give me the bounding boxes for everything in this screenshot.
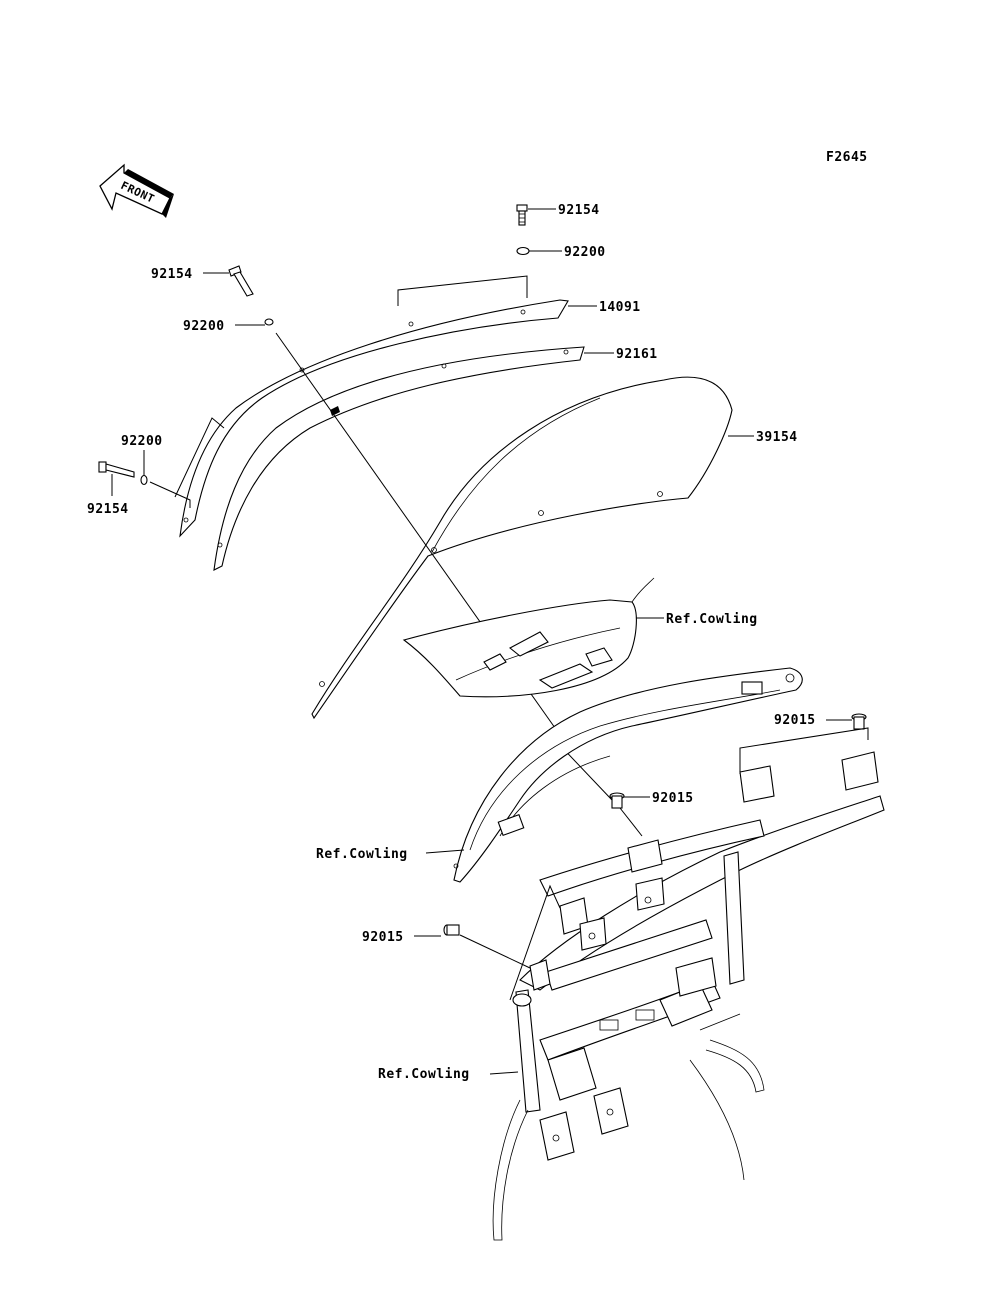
bracket-14091 [179,299,569,538]
bolt-92154-left [228,265,254,297]
grommet-92015-left [443,924,460,936]
callout-92200-top: 92200 [564,245,606,260]
figure-code: F2645 [826,150,868,165]
callout-92154-side: 92154 [87,502,129,517]
lower-cowling-panel [453,667,803,883]
trim-92161 [213,346,585,571]
windshield-39154 [311,376,733,720]
callout-92161: 92161 [616,347,658,362]
callout-ref-cowling-2: Ref.Cowling [316,847,408,862]
callout-ref-cowling-1: Ref.Cowling [666,612,758,627]
callout-92015-center: 92015 [652,791,694,806]
bolt-92154-side [98,461,135,478]
cowling-stay-frame [492,727,885,1241]
grommet-92015-center [609,792,625,809]
grommet-92015-right [851,713,867,730]
bolt-92154-top [516,204,528,226]
callout-39154: 39154 [756,430,798,445]
callout-92015-left: 92015 [362,930,404,945]
callout-92015-right: 92015 [774,713,816,728]
washer-92200-left [264,318,274,326]
upper-cowling [402,577,655,698]
callout-92154-left: 92154 [151,267,193,282]
front-arrow-icon: FRONT [99,163,174,218]
callout-ref-cowling-3: Ref.Cowling [378,1067,470,1082]
washer-92200-top [516,246,530,256]
callout-14091: 14091 [599,300,641,315]
washer-92200-side [140,474,148,486]
callout-92154-top: 92154 [558,203,600,218]
callout-92200-side: 92200 [121,434,163,449]
callout-92200-left: 92200 [183,319,225,334]
